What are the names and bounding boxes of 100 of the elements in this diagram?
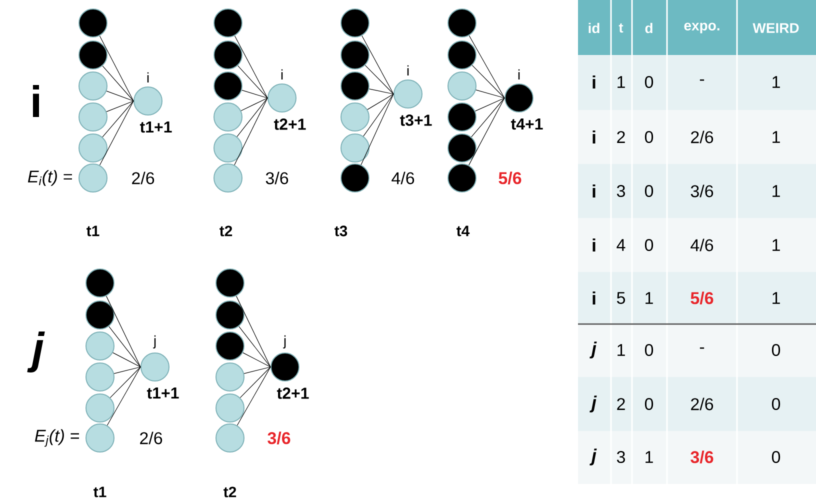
neighbor-circle	[340, 40, 370, 70]
connector-line	[102, 66, 134, 102]
table-cell: 0	[644, 130, 654, 144]
table-cell: 1	[772, 292, 780, 304]
table-cell: 0	[644, 344, 654, 356]
connector-line	[102, 100, 134, 138]
connector-line	[106, 366, 141, 426]
connector-line	[476, 90, 505, 98]
table-cell: 1	[618, 76, 625, 88]
table-cell: 3/6	[690, 450, 714, 464]
node-label: i	[281, 69, 283, 80]
connector-line	[474, 98, 505, 112]
fraction-label: 3/6	[266, 172, 288, 184]
connector-line	[99, 100, 134, 166]
neighbor-circle	[216, 332, 244, 360]
column-header: d	[645, 22, 652, 34]
neighbor-circle	[86, 332, 114, 360]
connector-line	[112, 352, 141, 368]
neighbor-circle	[78, 8, 108, 38]
target-circle	[140, 352, 170, 382]
neighbor-circle	[216, 424, 244, 452]
connector-line	[106, 100, 134, 112]
target-circle	[394, 80, 422, 108]
time-label: t4	[456, 226, 470, 236]
node-label: i	[147, 72, 149, 82]
table-cell: -	[700, 347, 704, 349]
connector-line	[367, 94, 394, 110]
time-label: t3	[334, 226, 348, 236]
connector-line	[240, 98, 268, 112]
neighbor-circle	[216, 394, 244, 422]
formula-label: E$_{j}$(t) =	[34, 429, 79, 447]
connector-line	[114, 366, 141, 374]
neighbor-circle	[214, 72, 242, 100]
neighbor-circle	[448, 40, 476, 70]
neighbor-circle	[78, 164, 108, 192]
time-label: t1	[94, 486, 106, 498]
table-cell: i	[592, 238, 596, 252]
time-label: t2+1	[276, 388, 309, 399]
connector-line	[360, 94, 394, 166]
table-cell: j	[590, 342, 597, 358]
connector-line	[110, 366, 141, 398]
table-cell: 2	[617, 131, 625, 143]
table-cell: i	[592, 75, 596, 89]
neighbor-circle	[448, 72, 476, 100]
table-cell: 0	[772, 344, 780, 356]
neighbor-circle	[448, 8, 476, 38]
connector-line	[238, 326, 271, 368]
neighbor-circle	[216, 268, 244, 298]
fraction-label: 4/6	[392, 172, 414, 184]
connector-line	[236, 98, 268, 137]
connector-line	[106, 90, 134, 102]
node-letter: j	[27, 332, 45, 372]
connector-line	[106, 296, 141, 368]
target-circle	[270, 352, 300, 382]
node-letter: i	[32, 85, 39, 117]
table-cell: 2/6	[691, 130, 714, 144]
table-cell: 1	[772, 76, 780, 88]
neighbor-circle	[214, 40, 242, 70]
table-cell: 1	[772, 239, 780, 251]
table-cell: 0	[644, 76, 654, 88]
connector-line	[242, 352, 271, 368]
time-label: t3+1	[400, 114, 432, 126]
neighbor-circle	[86, 268, 114, 298]
table-cell: 1	[772, 185, 780, 197]
neighbor-circle	[78, 40, 108, 70]
connector-line	[364, 65, 394, 94]
connector-line	[238, 65, 268, 98]
table-cell: 0	[772, 450, 780, 464]
neighbor-circle	[340, 72, 370, 100]
neighbor-circle	[86, 300, 114, 330]
column-header: id	[588, 22, 600, 34]
table-cell: 5	[616, 292, 626, 304]
time-label: t4+1	[510, 118, 543, 130]
connector-line	[242, 90, 268, 98]
time-label: t2	[224, 486, 236, 498]
connector-line	[362, 35, 394, 94]
neighbor-circle	[448, 134, 476, 162]
neighbor-circle	[214, 8, 242, 38]
table-cell: 5/6	[690, 292, 714, 304]
connector-line	[368, 88, 394, 94]
neighbor-circle	[214, 164, 242, 192]
table-cell: i	[592, 130, 596, 144]
time-label: t2	[220, 226, 232, 236]
fraction-label: 5/6	[498, 172, 522, 184]
neighbor-circle	[78, 102, 108, 132]
table-cell: 2	[617, 398, 625, 410]
connector-line	[468, 98, 505, 166]
neighbor-circle	[214, 102, 242, 132]
connector-line	[236, 296, 271, 368]
fraction-label: 2/6	[132, 172, 154, 184]
neighbor-circle	[86, 424, 114, 452]
neighbor-circle	[448, 102, 476, 132]
neighbor-circle	[86, 362, 114, 392]
target-circle	[504, 84, 534, 112]
fraction-label: 2/6	[140, 432, 162, 444]
neighbor-circle	[86, 394, 114, 422]
node-label: j	[153, 335, 156, 348]
target-circle	[134, 86, 162, 116]
connector-line	[234, 36, 268, 98]
table-cell: 3	[616, 184, 625, 198]
